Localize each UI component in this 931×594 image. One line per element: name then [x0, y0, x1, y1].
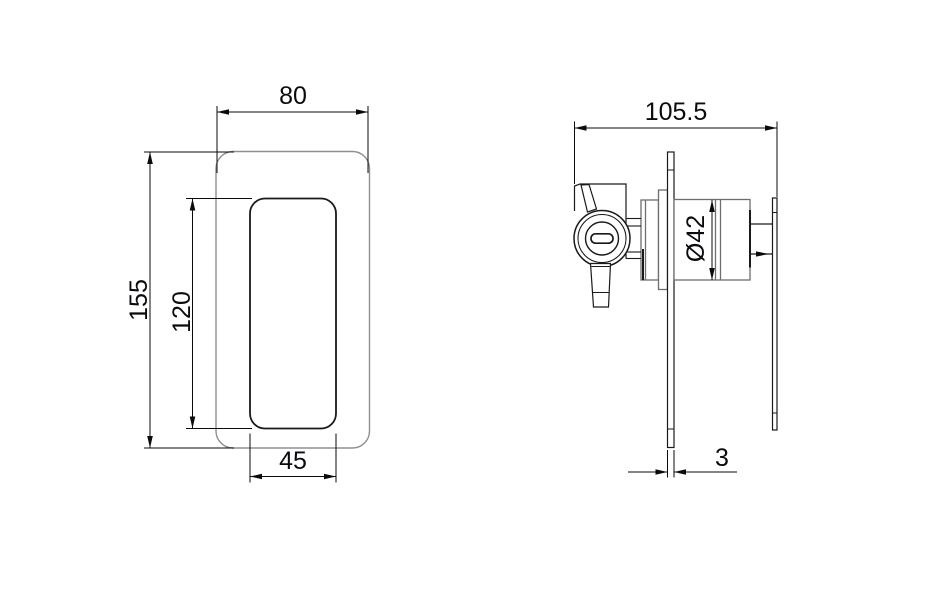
dimension-handle-height: 120 — [168, 198, 252, 429]
arrow-right-icon — [356, 109, 368, 115]
valve-body — [573, 183, 641, 308]
mounting-flange-outline — [657, 189, 669, 291]
arrow-left-icon — [217, 109, 229, 115]
dim-label-plate-height: 155 — [125, 279, 153, 321]
dimension-overall-depth: 105.5 — [574, 98, 778, 197]
front-view — [215, 150, 371, 449]
dim-label-handle-width: 45 — [279, 447, 307, 475]
dim-label-plate-thickness: 3 — [715, 444, 729, 472]
wall-plate-edge — [666, 151, 675, 449]
inlet-boss — [580, 183, 598, 213]
arrow-left-icon — [674, 469, 686, 475]
arrow-left-icon — [574, 125, 587, 131]
dim-label-plate-width: 80 — [279, 82, 307, 110]
arrow-right-icon — [756, 251, 769, 257]
dimension-plate-thickness: 3 — [628, 444, 737, 478]
dim-label-overall-depth: 105.5 — [645, 98, 708, 126]
arrow-left-icon — [250, 473, 262, 480]
side-view — [573, 151, 778, 449]
dimension-plate-height: 155 — [125, 151, 234, 449]
arrow-down-icon — [709, 268, 715, 280]
dimension-plate-width: 80 — [216, 82, 369, 173]
handle-stem — [750, 223, 773, 257]
arrow-right-icon — [324, 473, 336, 480]
arrow-down-icon — [147, 436, 153, 448]
arrow-up-icon — [147, 152, 153, 164]
arrow-right-icon — [655, 469, 668, 475]
paddle-edge — [771, 197, 778, 431]
dim-label-handle-height: 120 — [168, 291, 196, 333]
faceplate-outline — [215, 150, 371, 449]
dimension-trim-diameter: Ø42 — [682, 200, 715, 280]
dimension-handle-width: 45 — [249, 433, 337, 483]
bottom-outlet-stub — [589, 262, 612, 308]
handle-outline — [249, 197, 337, 430]
arrow-right-icon — [765, 125, 777, 131]
arrow-up-icon — [189, 198, 196, 211]
arrow-down-icon — [189, 416, 196, 429]
dim-label-trim-diameter: Ø42 — [682, 215, 710, 262]
arrow-up-icon — [709, 200, 715, 212]
screw-slot — [590, 232, 614, 245]
side-port — [573, 209, 631, 268]
